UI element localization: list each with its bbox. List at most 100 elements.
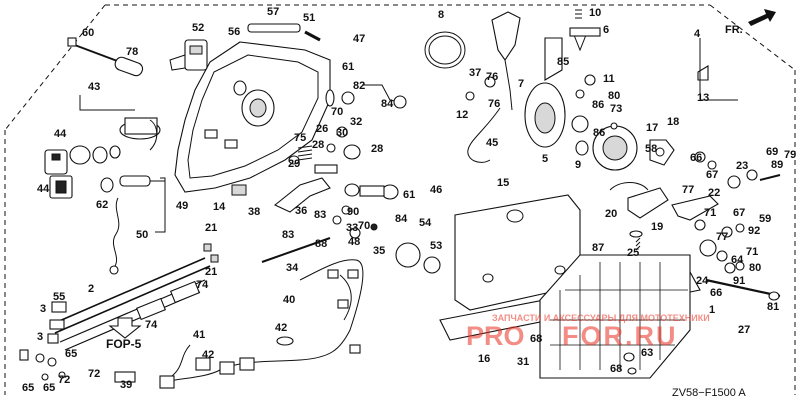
rod-assembly xyxy=(67,37,144,77)
label-2: 2 xyxy=(88,283,94,295)
label-73: 73 xyxy=(610,103,622,115)
label-42b: 42 xyxy=(275,322,287,334)
throttle-linkage xyxy=(261,84,407,263)
label-50: 50 xyxy=(136,229,148,241)
label-47: 47 xyxy=(353,33,365,45)
label-70b: 70 xyxy=(358,220,370,232)
control-box-housing xyxy=(169,23,331,193)
label-23: 23 xyxy=(736,160,748,172)
label-70a: 70 xyxy=(331,106,343,118)
label-18: 18 xyxy=(667,116,679,128)
fop-callout-label: FOP-5 xyxy=(106,337,142,351)
label-1: 1 xyxy=(709,304,715,316)
label-76a: 76 xyxy=(486,71,498,83)
label-38: 38 xyxy=(248,206,260,218)
label-25: 25 xyxy=(627,247,639,259)
label-80b: 80 xyxy=(749,262,761,274)
label-51: 51 xyxy=(303,12,315,24)
label-63: 63 xyxy=(641,347,653,359)
label-39: 39 xyxy=(120,379,132,391)
label-88: 88 xyxy=(315,238,327,250)
label-71b: 71 xyxy=(746,246,758,258)
label-65a: 65 xyxy=(65,348,77,360)
watermark: PRO FOR.RU ЗАПЧАСТИ И АКСЕССУАРЫ ДЛЯ МОТ… xyxy=(466,313,710,351)
label-21b: 21 xyxy=(205,266,217,278)
bushing-21a xyxy=(203,243,212,252)
stop-switch-lanyard xyxy=(100,175,166,275)
label-49: 49 xyxy=(176,200,188,212)
watermark-tagline: ЗАПЧАСТИ И АКСЕССУАРЫ ДЛЯ МОТОТЕХНИКИ xyxy=(492,313,710,323)
label-32: 32 xyxy=(350,116,362,128)
label-66a: 66 xyxy=(690,152,702,164)
label-19: 19 xyxy=(651,221,663,233)
label-81: 81 xyxy=(767,301,779,313)
label-44a: 44 xyxy=(54,128,67,140)
label-74a: 74 xyxy=(196,279,209,291)
spring-25 xyxy=(635,237,641,251)
label-87: 87 xyxy=(592,242,604,254)
label-76b: 76 xyxy=(488,98,500,110)
label-92: 92 xyxy=(748,225,760,237)
label-13: 13 xyxy=(697,92,709,104)
label-44b: 44 xyxy=(37,183,50,195)
label-12: 12 xyxy=(456,109,468,121)
switch-54 xyxy=(395,242,421,268)
label-62: 62 xyxy=(96,199,108,211)
label-31: 31 xyxy=(517,356,529,368)
label-28b: 28 xyxy=(371,143,383,155)
label-17: 17 xyxy=(646,122,658,134)
label-9: 9 xyxy=(575,159,581,171)
label-85: 85 xyxy=(557,56,569,68)
label-53: 53 xyxy=(430,240,442,252)
label-10: 10 xyxy=(589,7,601,19)
label-69: 69 xyxy=(766,146,778,158)
label-80a: 80 xyxy=(608,90,620,102)
washer-68 xyxy=(627,367,637,375)
label-7: 7 xyxy=(518,78,524,90)
label-36: 36 xyxy=(295,205,307,217)
label-72b: 72 xyxy=(88,368,100,380)
label-84a: 84 xyxy=(381,98,394,110)
label-28a: 28 xyxy=(312,139,324,151)
label-3b: 3 xyxy=(37,331,43,343)
label-66b: 66 xyxy=(710,287,722,299)
label-65b: 65 xyxy=(22,382,34,394)
grommet-38 xyxy=(231,184,247,196)
label-68a: 68 xyxy=(530,333,542,345)
grille-cover xyxy=(539,254,691,379)
label-41: 41 xyxy=(193,329,205,341)
ratchet-plate xyxy=(592,122,781,191)
label-14: 14 xyxy=(213,201,226,213)
watermark-brand: PRO xyxy=(466,321,525,351)
label-8: 8 xyxy=(438,9,444,21)
direction-label: FR. xyxy=(725,24,743,36)
label-58: 58 xyxy=(645,143,657,155)
label-52: 52 xyxy=(192,22,204,34)
label-84b: 84 xyxy=(395,213,408,225)
front-direction-arrow: FR. xyxy=(725,9,776,36)
label-90: 90 xyxy=(347,206,359,218)
label-60: 60 xyxy=(82,27,94,39)
wire-harness xyxy=(159,259,364,389)
label-16: 16 xyxy=(478,353,490,365)
nut-63 xyxy=(623,352,635,362)
dashed-frame xyxy=(4,4,796,395)
part-labels: 1 2 3 3 4 5 6 7 8 9 10 11 12 13 14 15 16… xyxy=(22,6,796,394)
bracket-assembly xyxy=(627,187,781,301)
label-55: 55 xyxy=(53,291,65,303)
bushing-21b xyxy=(210,254,219,263)
label-20: 20 xyxy=(605,208,617,220)
label-3a: 3 xyxy=(40,303,46,315)
label-26: 26 xyxy=(316,123,328,135)
label-30: 30 xyxy=(336,127,348,139)
label-89: 89 xyxy=(771,159,783,171)
label-56: 56 xyxy=(228,26,240,38)
label-59: 59 xyxy=(759,213,771,225)
label-27: 27 xyxy=(738,324,750,336)
label-43: 43 xyxy=(88,81,100,93)
label-83b: 83 xyxy=(314,209,326,221)
label-61a: 61 xyxy=(342,61,354,73)
label-64: 64 xyxy=(731,254,744,266)
